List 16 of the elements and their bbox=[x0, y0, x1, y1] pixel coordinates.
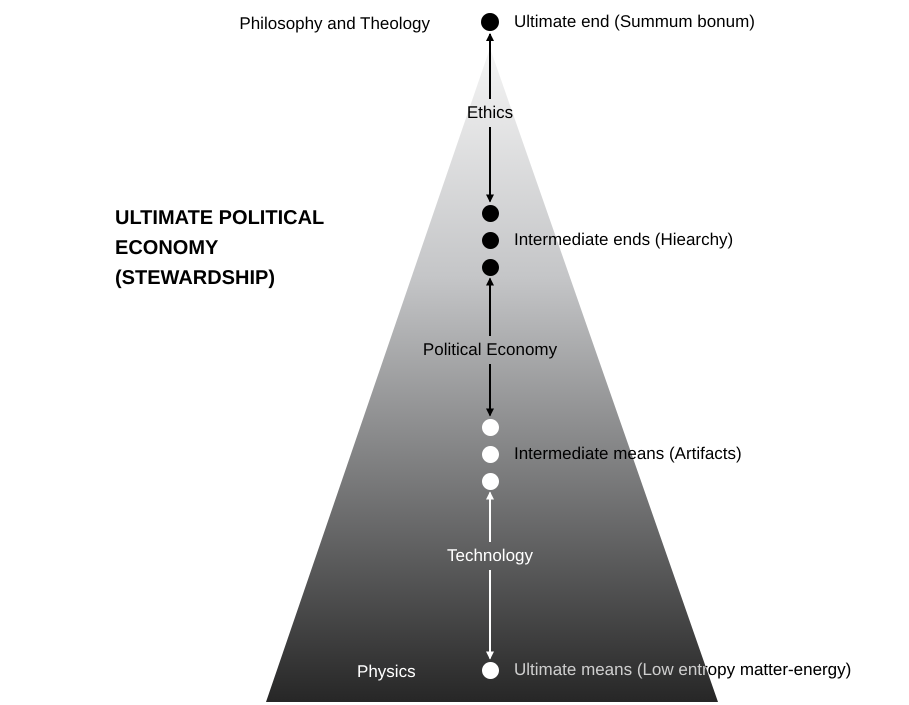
arrow bbox=[486, 364, 494, 416]
level-label: Ethics bbox=[463, 102, 517, 124]
arrow bbox=[486, 492, 494, 542]
arrow bbox=[486, 278, 494, 336]
arrow bbox=[486, 570, 494, 660]
level-description: Ultimate end (Summum bonum) bbox=[514, 11, 755, 33]
heading: ULTIMATE POLITICAL ECONOMY (STEWARDSHIP) bbox=[115, 206, 325, 291]
level-description: Ultimate means (Low entropy matter-energy) bbox=[514, 659, 852, 681]
level-description: Intermediate ends (Hiearchy) bbox=[514, 229, 734, 251]
arrow bbox=[486, 33, 494, 99]
level-label: Technology bbox=[442, 545, 538, 567]
level-label: Philosophy and Theology bbox=[239, 13, 430, 35]
level-label: Political Economy bbox=[415, 339, 565, 361]
level-description: Intermediate means (Artifacts) bbox=[514, 443, 742, 465]
level-label: Physics bbox=[357, 661, 416, 683]
arrow bbox=[486, 127, 494, 202]
